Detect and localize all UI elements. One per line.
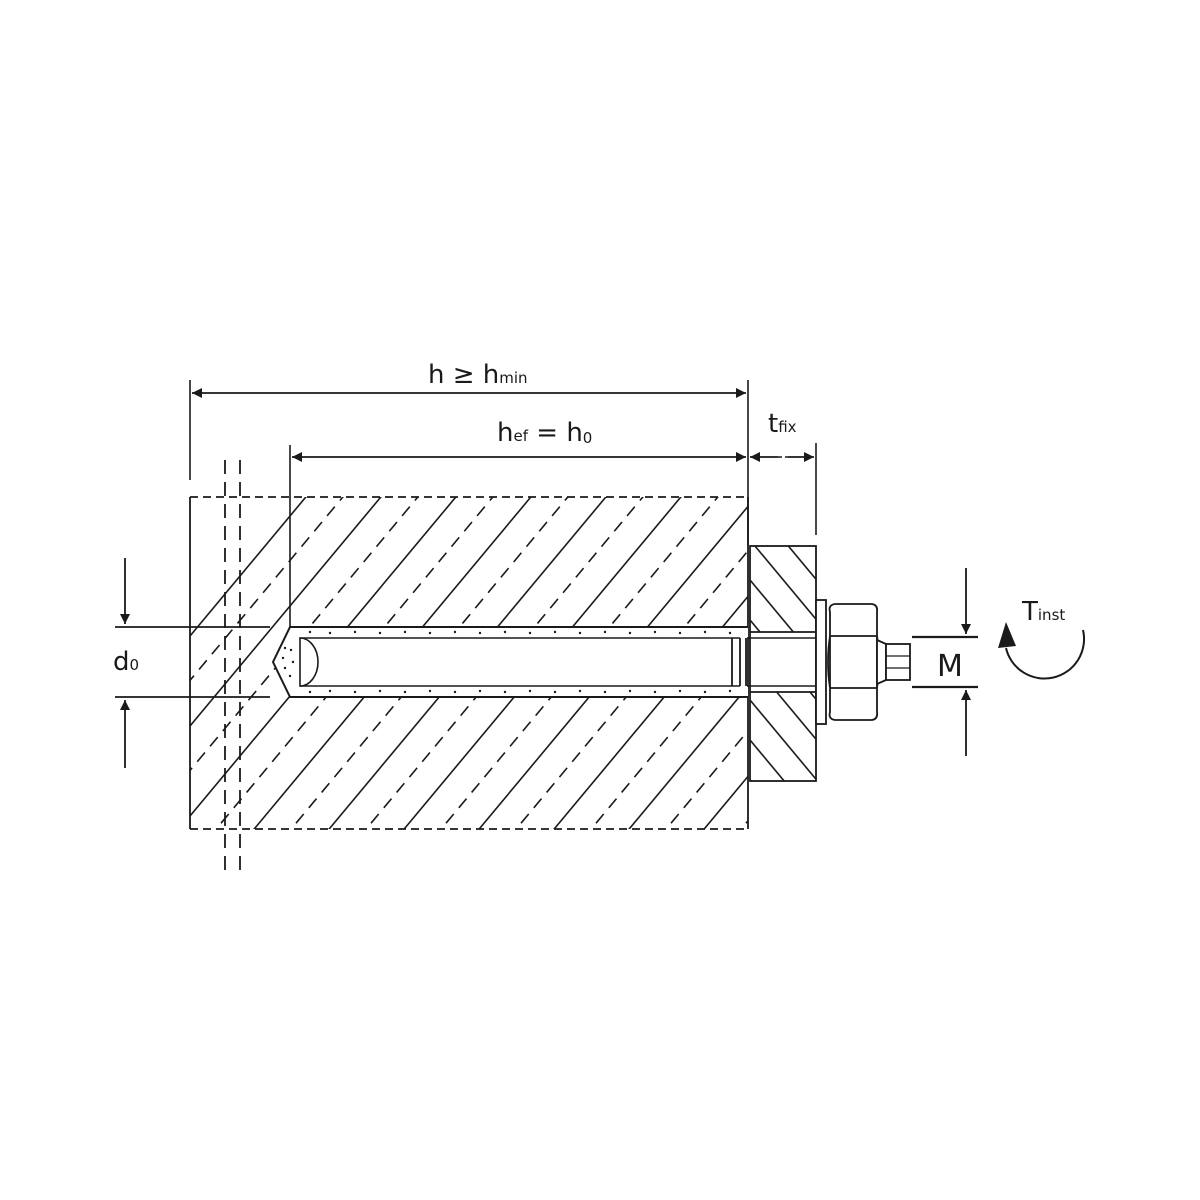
label-drill-diameter: d0 <box>113 647 139 677</box>
concrete-hatch-dashed <box>190 497 748 829</box>
hex-nut <box>827 603 880 721</box>
label-install-torque: Tinst <box>1021 597 1065 627</box>
break-line <box>224 460 241 870</box>
dimension-embedment-depth: hef = h0 <box>289 418 746 627</box>
label-fixture-thickness: tfix <box>768 409 797 439</box>
washer <box>815 599 827 725</box>
dimension-fixture-thickness: tfix <box>750 409 817 535</box>
drilled-hole <box>271 626 748 698</box>
label-member-thickness: h ≥ hmin <box>428 360 528 390</box>
dimension-thread-size: M <box>912 568 978 756</box>
adhesive-mortar <box>281 630 732 694</box>
rod-tip <box>876 638 911 686</box>
torque-indicator: Tinst <box>998 597 1086 680</box>
fixture-plate <box>749 545 817 782</box>
label-embedment-depth: hef = h0 <box>497 418 592 448</box>
dimension-member-thickness: h ≥ hmin <box>189 360 749 545</box>
dimension-drill-diameter: d0 <box>113 558 270 768</box>
rotation-arrow-icon <box>998 622 1016 648</box>
label-thread-size: M <box>937 649 963 684</box>
